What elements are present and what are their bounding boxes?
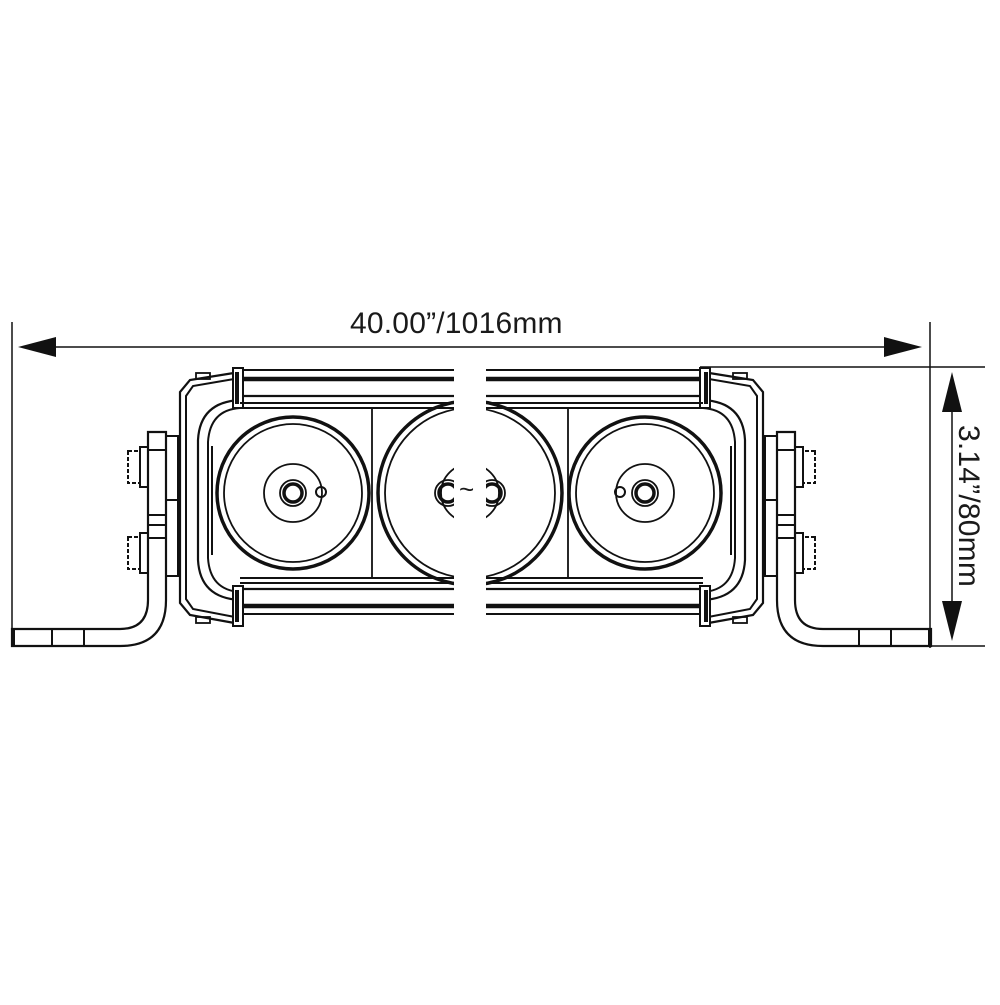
bolt-icon	[127, 446, 149, 488]
height-dimension-label: 3.14”/80mm	[952, 424, 985, 588]
arrow-up-icon	[942, 372, 962, 412]
lens-1	[215, 415, 371, 571]
left-end-cap	[178, 367, 244, 627]
right-end-cap	[699, 367, 765, 627]
right-bracket	[764, 430, 933, 648]
bolt-icon	[794, 446, 816, 488]
bolt-icon	[127, 532, 149, 574]
arrow-down-icon	[942, 601, 962, 641]
break-gap	[454, 364, 486, 628]
width-dimension	[11, 322, 931, 648]
break-symbol: ~	[459, 474, 475, 504]
arrow-left-icon	[18, 337, 56, 357]
height-dimension	[700, 366, 985, 647]
width-dimension-label: 40.00”/1016mm	[350, 307, 563, 340]
lens-3	[567, 415, 723, 571]
bolt-icon	[794, 532, 816, 574]
arrow-right-icon	[884, 337, 922, 357]
left-bracket	[10, 430, 179, 648]
